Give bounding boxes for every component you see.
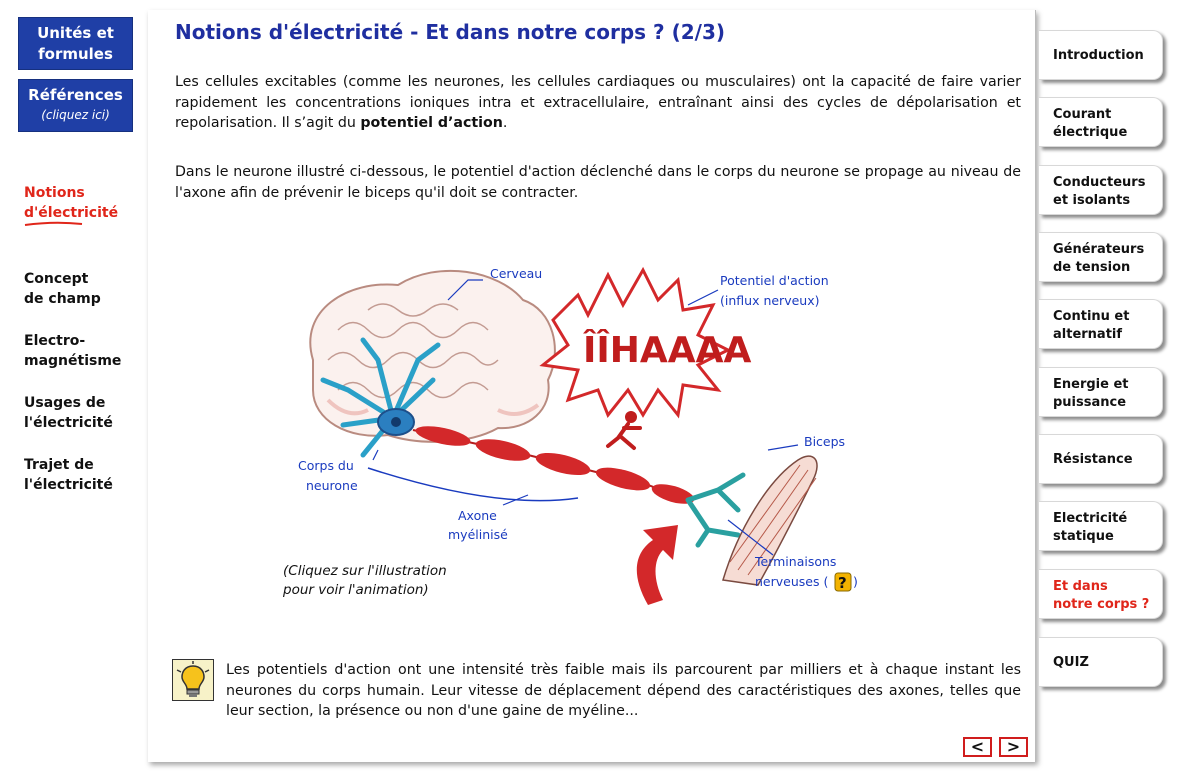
tab-continu[interactable]: Continu et alternatif [1039,299,1163,349]
label-biceps: Biceps [804,434,845,449]
label-axone-1: Axone [458,508,497,523]
svg-text:?: ? [838,574,847,592]
tab-quiz[interactable]: QUIZ [1039,637,1163,687]
svg-text:ÎÎHAAAA: ÎÎHAAAA [583,329,752,371]
label-corps-1: Corps du [298,458,354,473]
tab-et-dans-notre-corps[interactable]: Et dans notre corps ? [1039,569,1163,619]
tab-courant[interactable]: Courant électrique [1039,97,1163,147]
left-nav-item-notions[interactable]: Notions d'électricité [24,163,149,247]
page-title: Notions d'électricité - Et dans notre co… [175,20,726,44]
label-potentiel-2: (influx nerveux) [720,293,819,308]
tab-electricite-statique[interactable]: Electricité statique [1039,501,1163,551]
brain-drawing [309,269,556,443]
label-terminaisons-3: ) [853,574,858,589]
previous-page-button[interactable]: < [963,737,992,757]
left-nav: Notions d'électricité Concept de champ E… [24,163,149,517]
left-nav-item-champ[interactable]: Concept de champ [24,271,101,307]
neuron-illustration[interactable]: ÎÎHAAAA Cerveau Potentiel d'action (infl… [268,250,888,610]
paragraph-tip: Les potentiels d'action ont une intensit… [226,662,1021,719]
paragraph-intro: Les cellules excitables (comme les neuro… [175,74,1021,131]
next-page-button[interactable]: > [999,737,1028,757]
tab-generateurs[interactable]: Générateurs de tension [1039,232,1163,282]
runner-figure-icon [606,411,642,450]
bold-term: potentiel d’action [360,115,503,131]
label-potentiel-1: Potentiel d'action [720,273,829,288]
units-formulas-button[interactable]: Unités et formules [18,17,133,70]
label-corps-2: neurone [306,478,358,493]
label-terminaisons-2: nerveuses ( [755,574,828,589]
units-formulas-label: Unités et formules [37,24,114,63]
lightbulb-icon [172,659,214,701]
help-question-icon[interactable]: ? [834,572,852,592]
references-sub-label: (cliquez ici) [41,108,110,122]
references-label: Références [28,86,123,104]
tab-resistance[interactable]: Résistance [1039,434,1163,484]
content-panel: Notions d'électricité - Et dans notre co… [148,10,1036,762]
tab-conducteurs[interactable]: Conducteurs et isolants [1039,165,1163,215]
axon-drawing [367,426,695,504]
tab-energie[interactable]: Energie et puissance [1039,367,1163,417]
red-arrow-icon [636,525,678,605]
biceps-drawing [722,455,818,586]
tab-introduction[interactable]: Introduction [1039,30,1163,80]
label-terminaisons-1: Terminaisons [754,554,836,569]
label-axone-2: myélinisé [448,527,508,542]
illustration-caption: (Cliquez sur l'illustration pour voir l'… [283,563,447,598]
neuron-body-drawing [320,337,441,458]
left-nav-item-usages[interactable]: Usages de l'électricité [24,395,113,431]
left-nav-item-electromagnetisme[interactable]: Electro- magnétisme [24,333,122,369]
paragraph-neuron: Dans le neurone illustré ci-dessous, le … [175,164,1021,201]
shout-burst-icon: ÎÎHAAAA [539,266,752,419]
label-cerveau: Cerveau [490,266,542,281]
references-button[interactable]: Références (cliquez ici) [18,79,133,132]
left-nav-item-trajet[interactable]: Trajet de l'électricité [24,457,113,493]
nerve-terminals-drawing [685,472,746,548]
active-underline-icon [24,221,83,226]
